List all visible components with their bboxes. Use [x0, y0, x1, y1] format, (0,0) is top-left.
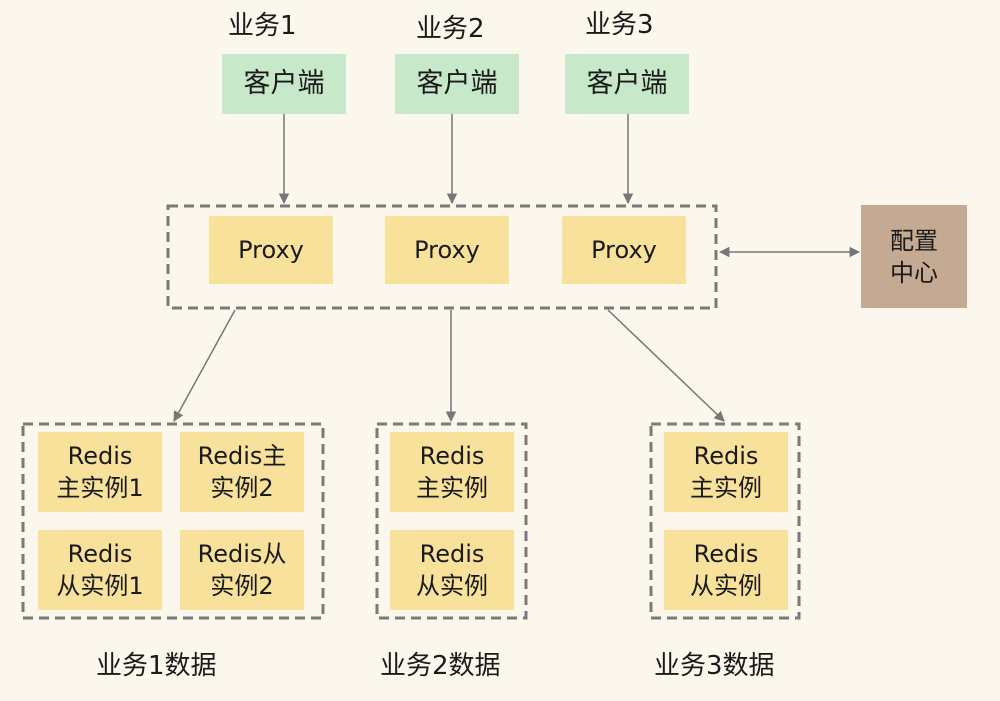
client-box-3: 客户端: [565, 54, 689, 114]
redis-master-group2: Redis 主实例: [390, 432, 514, 512]
redis-cell-line2: 从实例1: [56, 572, 144, 600]
business-label-1: 业务1: [228, 11, 297, 41]
redis-cell-line2: 实例2: [210, 572, 274, 600]
arrow-proxy-data3: [607, 309, 725, 422]
redis-cell-line1: Redis: [67, 442, 133, 470]
redis-cell-line1: Redis从: [197, 540, 287, 568]
redis-cell-line1: Redis: [693, 442, 759, 470]
redis-cell-line1: Redis: [67, 540, 133, 568]
config-center-line2: 中心: [890, 258, 938, 287]
proxy-box-2: Proxy: [385, 216, 509, 284]
proxy-box-3: Proxy: [562, 216, 686, 284]
redis-cell-line2: 主实例: [690, 474, 762, 502]
redis-cell-line2: 主实例: [416, 474, 488, 502]
redis-cell-line1: Redis主: [197, 442, 287, 470]
redis-cell-line1: Redis: [419, 442, 485, 470]
data-group-3-label: 业务3数据: [654, 651, 775, 681]
redis-master-group3: Redis 主实例: [664, 432, 788, 512]
data-group-2-label: 业务2数据: [380, 651, 501, 681]
redis-master-2: Redis主实例2: [180, 432, 304, 512]
config-center-box: 配置 中心: [861, 205, 967, 308]
data-group-3-border: [649, 422, 801, 620]
data-group-1-border: [21, 422, 325, 620]
business-label-3: 业务3: [585, 10, 654, 40]
config-center-line1: 配置: [890, 226, 938, 255]
redis-cell-line2: 从实例: [416, 572, 488, 600]
proxy-box-1: Proxy: [209, 216, 333, 284]
redis-cell-line1: Redis: [419, 540, 485, 568]
redis-cell-line2: 主实例1: [56, 474, 144, 502]
client-box-1: 客户端: [222, 54, 346, 114]
data-group-1-label: 业务1数据: [96, 651, 217, 681]
data-group-2-border: [375, 422, 528, 620]
business-label-2: 业务2: [416, 14, 485, 44]
client-box-2: 客户端: [395, 54, 519, 114]
redis-cell-line2: 从实例: [690, 572, 762, 600]
redis-slave-2: Redis从实例2: [180, 530, 304, 610]
proxy-group-border: [166, 204, 718, 310]
redis-cell-line2: 实例2: [210, 474, 274, 502]
redis-slave-group3: Redis 从实例: [664, 530, 788, 610]
redis-slave-1: Redis 从实例1: [38, 530, 162, 610]
redis-cell-line1: Redis: [693, 540, 759, 568]
arrow-proxy-data1: [173, 309, 236, 422]
redis-master-1: Redis 主实例1: [38, 432, 162, 512]
redis-slave-group2: Redis 从实例: [390, 530, 514, 610]
